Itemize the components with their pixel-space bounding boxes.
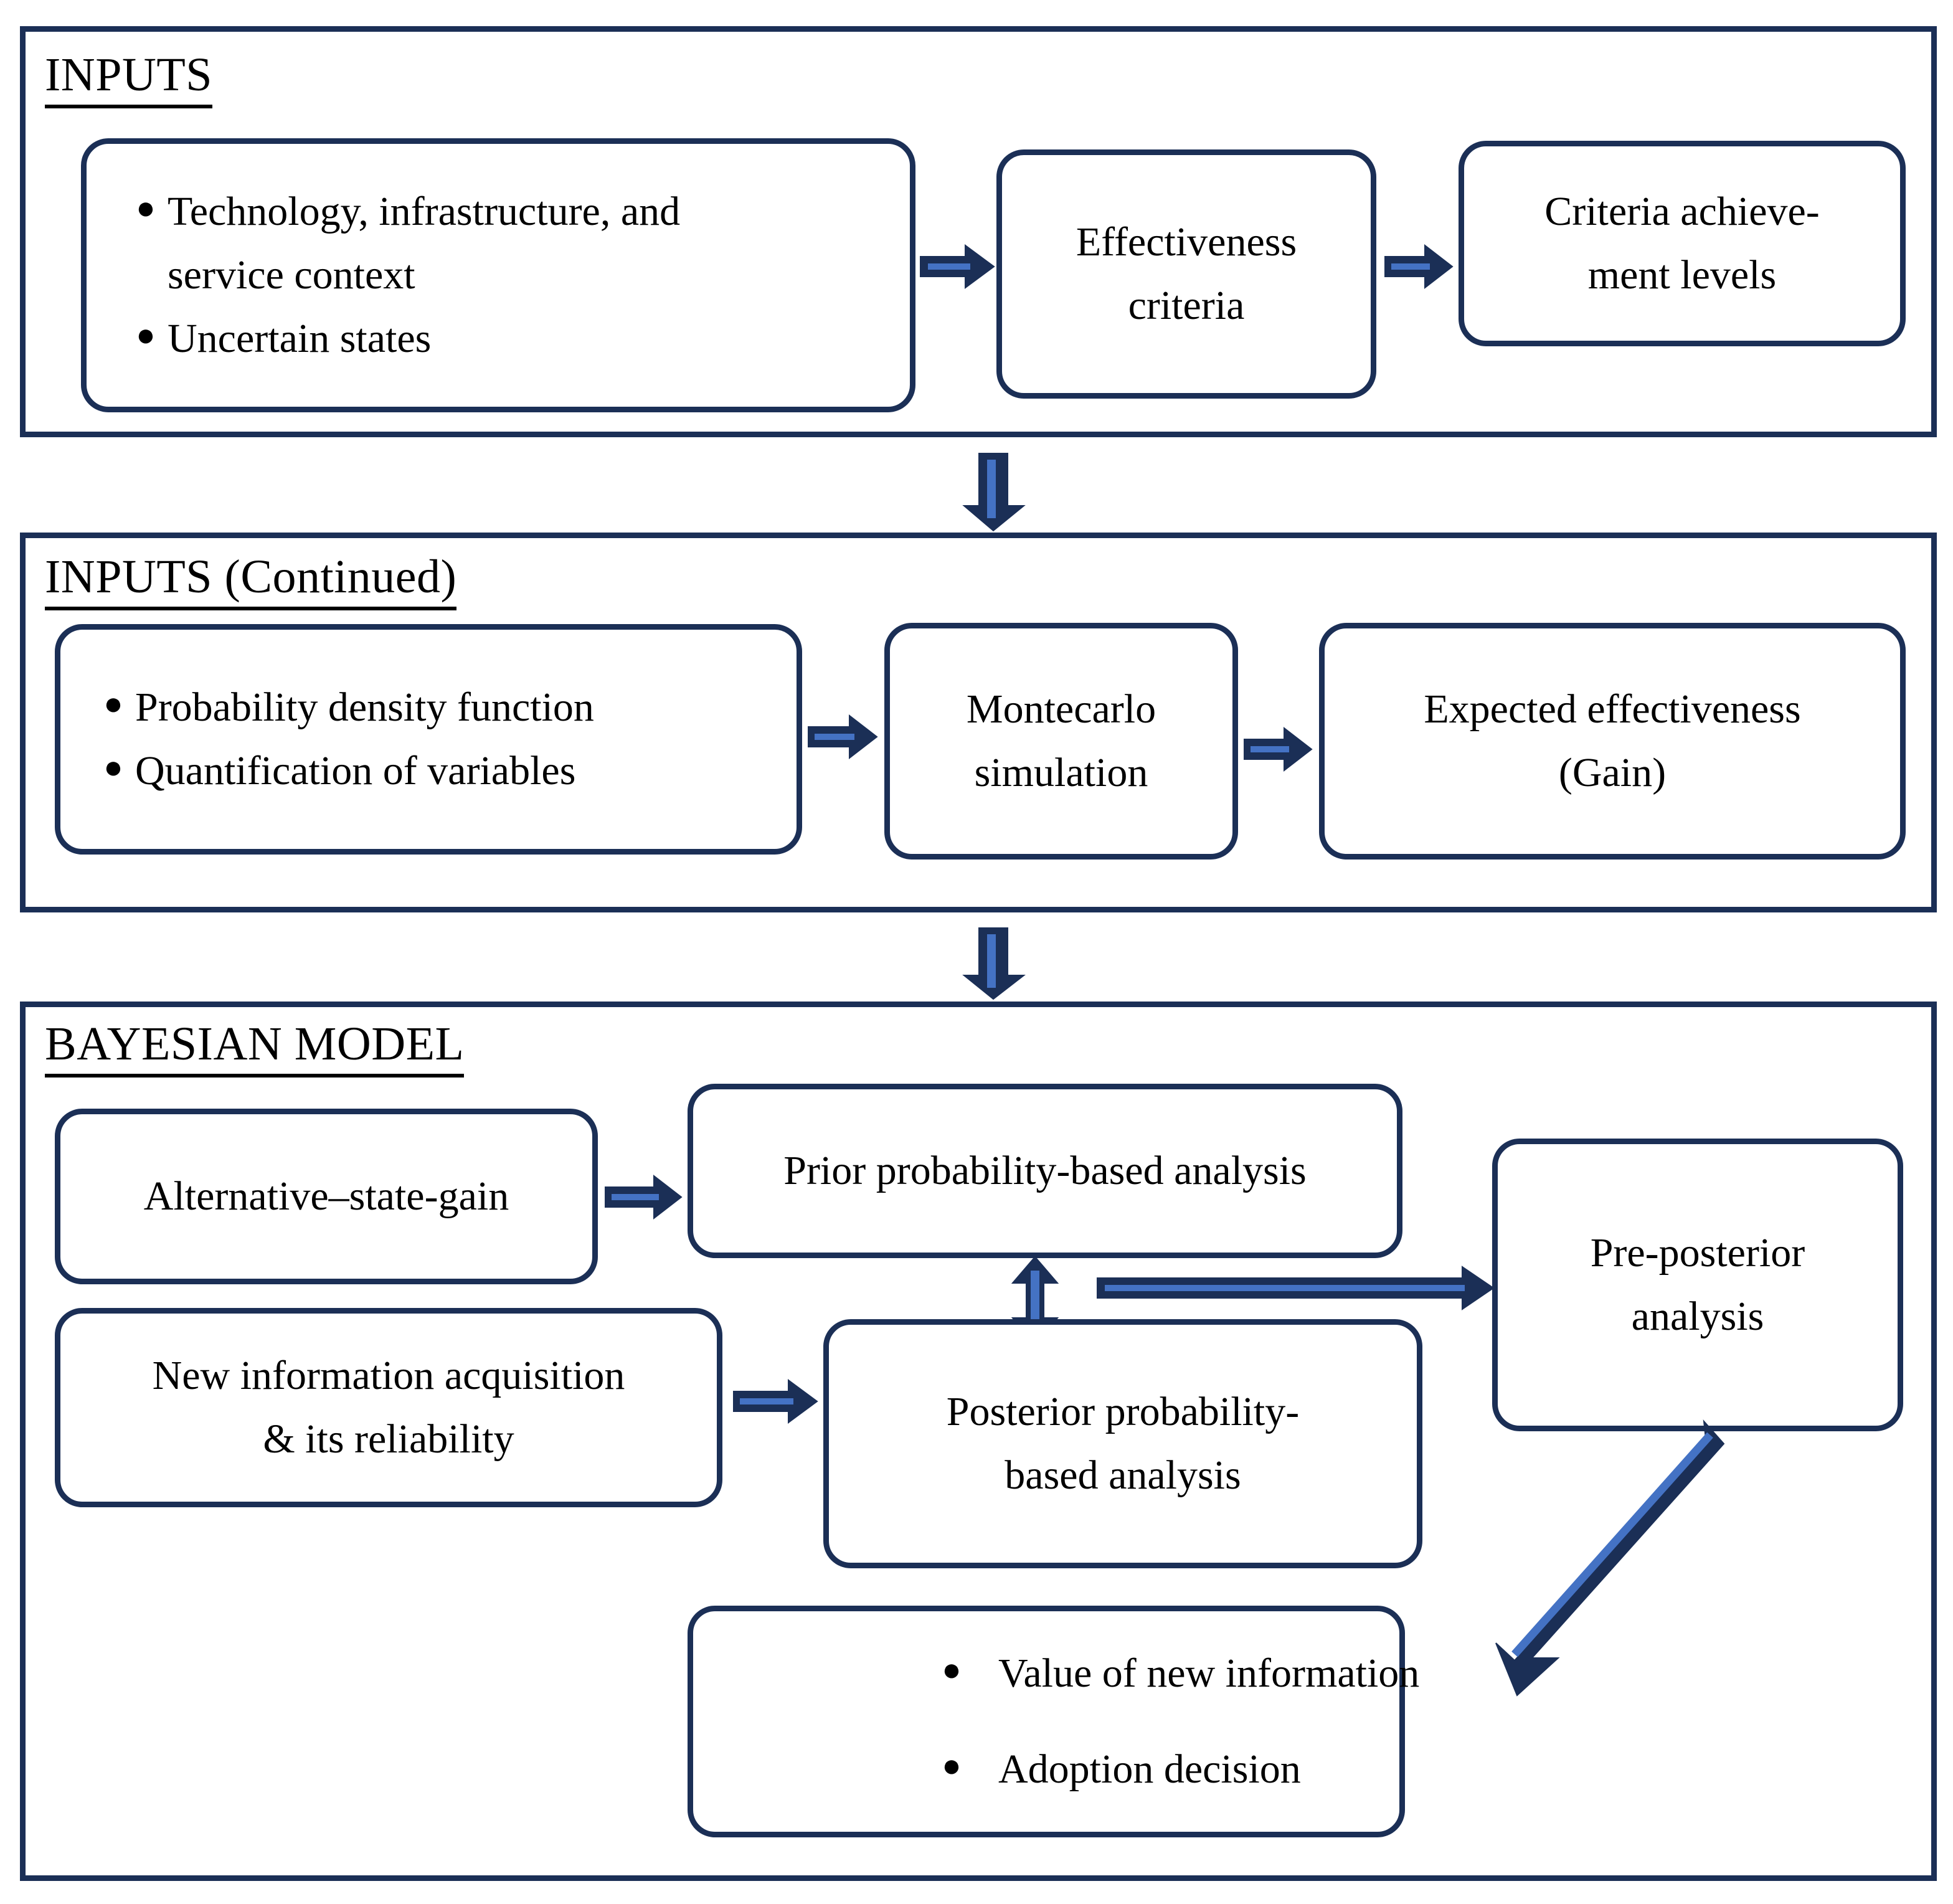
bullet-row-continuation: service context xyxy=(124,244,415,307)
box-line: Posterior probability- xyxy=(946,1388,1300,1434)
box-pre-posterior-analysis[interactable]: Pre-posterior analysis xyxy=(1492,1139,1903,1431)
bullet-text: Adoption decision xyxy=(998,1746,1301,1792)
box-expected-effectiveness[interactable]: Expected effectiveness (Gain) xyxy=(1319,623,1906,860)
box-pdf-quantification[interactable]: ● Probability density function ● Quantif… xyxy=(55,624,802,855)
bullet-dot-icon: ● xyxy=(942,1652,962,1688)
bullet-text: Technology, infrastructure, and xyxy=(168,188,681,234)
bullet-dot-icon: ● xyxy=(103,686,123,722)
box-line: & its reliability xyxy=(263,1416,514,1462)
section-inputs-heading-text: INPUTS xyxy=(45,51,213,108)
bullet-dot-icon: ● xyxy=(136,318,156,354)
box-line: simulation xyxy=(974,750,1148,795)
arrow-pdf-to-montecarlo xyxy=(808,713,878,760)
section-inputs-continued-heading-text: INPUTS (Continued) xyxy=(45,553,457,610)
bullet-text: Uncertain states xyxy=(168,316,432,362)
bullet-row: ● Probability density function xyxy=(92,676,594,739)
arrow-inputs-continued-to-bayesian-model xyxy=(962,927,1028,1000)
bullet-text: service context xyxy=(168,252,415,298)
bullet-text: Quantification of variables xyxy=(135,748,576,793)
box-line: Effectiveness xyxy=(1076,219,1297,265)
box-line: Pre-posterior xyxy=(1590,1229,1805,1276)
bullet-row: ● Uncertain states xyxy=(124,307,431,371)
box-line: Criteria achieve- xyxy=(1544,188,1820,234)
bullet-row: ● Technology, infrastructure, and xyxy=(124,180,680,244)
bullet-dot-icon: ● xyxy=(103,750,123,785)
arrow-inputs-context-to-criteria xyxy=(920,243,995,290)
arrow-new-info-to-posterior xyxy=(733,1378,818,1425)
bullet-row: ● Adoption decision xyxy=(930,1738,1301,1801)
box-line: criteria xyxy=(1128,283,1245,328)
box-line: Expected effectiveness xyxy=(1424,686,1801,732)
arrow-pre-posterior-to-outputs xyxy=(1457,1414,1731,1707)
box-prior-probability-analysis[interactable]: Prior probability-based analysis xyxy=(688,1084,1402,1258)
arrow-to-pre-posterior xyxy=(1097,1264,1496,1312)
box-line: ment levels xyxy=(1587,252,1777,298)
bullet-spacer xyxy=(124,256,168,288)
box-line: Alternative–state-gain xyxy=(143,1173,509,1219)
bullet-row: ● Quantification of variables xyxy=(92,739,575,803)
box-posterior-probability-analysis[interactable]: Posterior probability- based analysis xyxy=(823,1319,1422,1568)
arrow-alternative-to-prior xyxy=(605,1173,683,1221)
box-line: (Gain) xyxy=(1558,750,1667,795)
box-line: analysis xyxy=(1631,1294,1764,1339)
section-inputs-heading: INPUTS xyxy=(45,51,213,108)
bullet-text: Value of new information xyxy=(998,1650,1420,1696)
box-new-information-acquisition[interactable]: New information acquisition & its reliab… xyxy=(55,1308,722,1507)
box-inputs-context[interactable]: ● Technology, infrastructure, and servic… xyxy=(81,138,915,412)
bullet-row: ● Value of new information xyxy=(930,1642,1419,1705)
box-alternative-state-gain[interactable]: Alternative–state-gain xyxy=(55,1109,598,1284)
bullet-dot-icon: ● xyxy=(136,190,156,226)
box-criteria-achievement-levels[interactable]: Criteria achieve- ment levels xyxy=(1459,141,1906,346)
section-bayesian-model-heading: BAYESIAN MODEL xyxy=(45,1020,465,1078)
box-montecarlo-simulation[interactable]: Montecarlo simulation xyxy=(884,623,1238,860)
arrow-inputs-to-inputs-continued xyxy=(962,453,1028,532)
box-line: based analysis xyxy=(1005,1452,1241,1498)
box-outputs[interactable]: ● Value of new information ● Adoption de… xyxy=(688,1606,1419,1837)
box-effectiveness-criteria[interactable]: Effectiveness criteria xyxy=(996,149,1376,399)
section-bayesian-model-heading-text: BAYESIAN MODEL xyxy=(45,1020,465,1078)
bullet-dot-icon: ● xyxy=(942,1748,962,1784)
bullet-text: Probability density function xyxy=(135,684,594,730)
section-inputs-continued-heading: INPUTS (Continued) xyxy=(45,553,457,610)
box-line: Montecarlo xyxy=(966,686,1156,732)
arrow-montecarlo-to-expected-effectiveness xyxy=(1244,726,1313,773)
box-line: Prior probability-based analysis xyxy=(783,1147,1307,1193)
arrow-criteria-to-achievement-levels xyxy=(1384,243,1454,290)
box-line: New information acquisition xyxy=(152,1352,625,1398)
